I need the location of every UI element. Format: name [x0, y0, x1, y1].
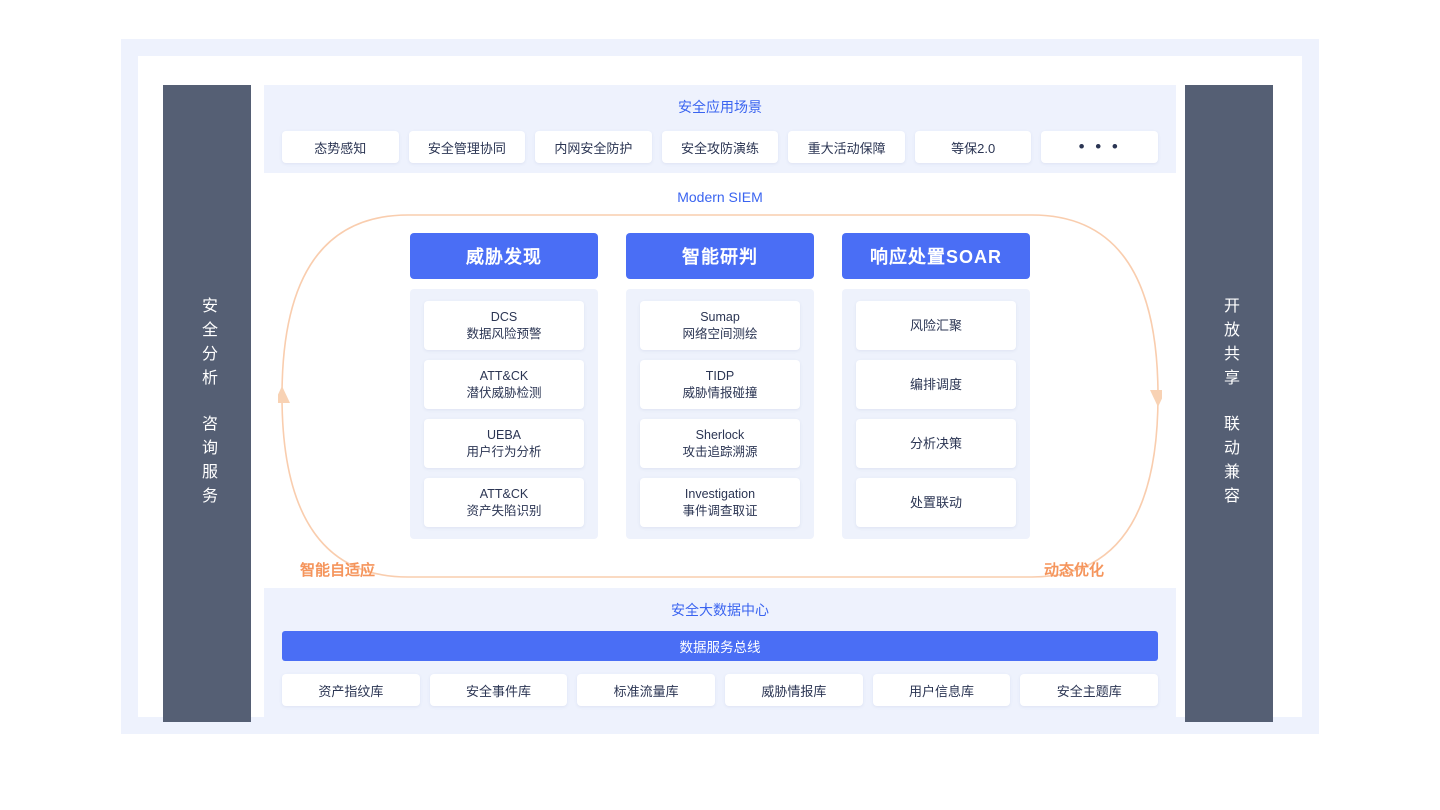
- capability-cell[interactable]: 编排调度: [856, 360, 1016, 409]
- capability-cell[interactable]: 分析决策: [856, 419, 1016, 468]
- loop-label-left: 智能自适应: [300, 562, 376, 579]
- right-side-panel: 开放共享 联动兼容: [1185, 85, 1273, 722]
- database-chip-row: 资产指纹库 安全事件库 标准流量库 威胁情报库 用户信息库 安全主题库: [264, 661, 1176, 706]
- left-panel-word-2: 咨询服务: [199, 414, 216, 511]
- data-service-bus-bar[interactable]: 数据服务总线: [282, 631, 1158, 661]
- column-body-1: DCS 数据风险预警 ATT&CK 潜伏威胁检测 UEBA 用户行为分析 ATT…: [410, 289, 598, 539]
- capability-en: Sumap: [700, 310, 740, 324]
- capability-cell[interactable]: ATT&CK 资产失陷识别: [424, 478, 584, 527]
- capability-en: UEBA: [486, 428, 522, 442]
- column-header-3[interactable]: 响应处置SOAR: [842, 233, 1030, 279]
- capability-en: ATT&CK: [479, 487, 529, 501]
- capability-cn: 攻击追踪溯源: [682, 445, 758, 459]
- capability-cn: 用户行为分析: [466, 445, 542, 459]
- capability-cell[interactable]: DCS 数据风险预警: [424, 301, 584, 350]
- column-body-2: Sumap 网络空间测绘 TIDP 威胁情报碰撞 Sherlock 攻击追踪溯源…: [626, 289, 814, 539]
- modern-siem-section: Modern SIEM 智能自适应 动态优化 威胁发现 DCS 数据风险预警 A…: [264, 173, 1176, 588]
- scenarios-title: 安全应用场景: [678, 99, 762, 115]
- capability-cell[interactable]: 风险汇聚: [856, 301, 1016, 350]
- siem-column-threat-discovery: 威胁发现 DCS 数据风险预警 ATT&CK 潜伏威胁检测 UEBA 用户行为分…: [410, 233, 598, 539]
- left-panel-word-1: 安全分析: [199, 296, 216, 393]
- scenario-chip-6[interactable]: 等保2.0: [914, 131, 1032, 163]
- column-body-3: 风险汇聚 编排调度 分析决策 处置联动: [842, 289, 1030, 539]
- capability-cn: 威胁情报碰撞: [682, 386, 758, 400]
- capability-cell[interactable]: UEBA 用户行为分析: [424, 419, 584, 468]
- scenario-chip-more-ellipsis-icon[interactable]: • • •: [1041, 131, 1159, 163]
- capability-cn: 风险汇聚: [909, 317, 962, 333]
- capability-cn: 潜伏威胁检测: [466, 386, 542, 400]
- security-scenarios-band: 安全应用场景 态势感知 安全管理协同 内网安全防护 安全攻防演练 重大活动保障 …: [264, 85, 1176, 173]
- scenario-chip-2[interactable]: 安全管理协同: [408, 131, 526, 163]
- modern-siem-title: Modern SIEM: [677, 189, 763, 205]
- scenarios-chip-row: 态势感知 安全管理协同 内网安全防护 安全攻防演练 重大活动保障 等保2.0 •…: [264, 117, 1176, 163]
- security-data-center-band: 安全大数据中心 数据服务总线 资产指纹库 安全事件库 标准流量库 威胁情报库 用…: [264, 588, 1176, 722]
- scenario-chip-3[interactable]: 内网安全防护: [535, 131, 652, 163]
- capability-cn: 处置联动: [909, 494, 962, 510]
- siem-column-soar: 响应处置SOAR 风险汇聚 编排调度 分析决策 处置联动: [842, 233, 1030, 539]
- capability-en: DCS: [490, 310, 518, 324]
- right-panel-word-2: 联动兼容: [1221, 414, 1238, 511]
- siem-columns: 威胁发现 DCS 数据风险预警 ATT&CK 潜伏威胁检测 UEBA 用户行为分…: [264, 233, 1176, 539]
- scenario-chip-5[interactable]: 重大活动保障: [788, 131, 905, 163]
- scenario-chip-4[interactable]: 安全攻防演练: [661, 131, 779, 163]
- capability-cn: 数据风险预警: [466, 327, 542, 341]
- database-chip-1[interactable]: 资产指纹库: [282, 674, 420, 706]
- capability-en: TIDP: [705, 369, 735, 383]
- datacenter-title: 安全大数据中心: [671, 602, 769, 618]
- scenario-chip-1[interactable]: 态势感知: [281, 131, 399, 163]
- capability-en: Investigation: [684, 487, 756, 501]
- column-header-1[interactable]: 威胁发现: [410, 233, 598, 279]
- capability-cn: 网络空间测绘: [682, 327, 758, 341]
- capability-cell[interactable]: Sumap 网络空间测绘: [640, 301, 800, 350]
- capability-cn: 编排调度: [909, 376, 962, 392]
- capability-cell[interactable]: ATT&CK 潜伏威胁检测: [424, 360, 584, 409]
- capability-cn: 事件调查取证: [682, 504, 758, 518]
- left-side-panel: 安全分析 咨询服务: [163, 85, 251, 722]
- capability-cell[interactable]: TIDP 威胁情报碰撞: [640, 360, 800, 409]
- capability-en: ATT&CK: [479, 369, 529, 383]
- database-chip-5[interactable]: 用户信息库: [872, 674, 1011, 706]
- siem-column-intelligent-analysis: 智能研判 Sumap 网络空间测绘 TIDP 威胁情报碰撞 Sherlock 攻…: [626, 233, 814, 539]
- capability-cell[interactable]: 处置联动: [856, 478, 1016, 527]
- database-chip-2[interactable]: 安全事件库: [429, 674, 568, 706]
- capability-cell[interactable]: Investigation 事件调查取证: [640, 478, 800, 527]
- database-chip-6[interactable]: 安全主题库: [1020, 674, 1159, 706]
- capability-cn: 资产失陷识别: [466, 504, 542, 518]
- right-panel-word-1: 开放共享: [1221, 296, 1238, 393]
- capability-en: Sherlock: [695, 428, 745, 442]
- loop-label-right: 动态优化: [1044, 562, 1105, 579]
- database-chip-3[interactable]: 标准流量库: [577, 674, 716, 706]
- column-header-2[interactable]: 智能研判: [626, 233, 814, 279]
- database-chip-4[interactable]: 威胁情报库: [725, 674, 863, 706]
- capability-cn: 分析决策: [909, 435, 962, 451]
- capability-cell[interactable]: Sherlock 攻击追踪溯源: [640, 419, 800, 468]
